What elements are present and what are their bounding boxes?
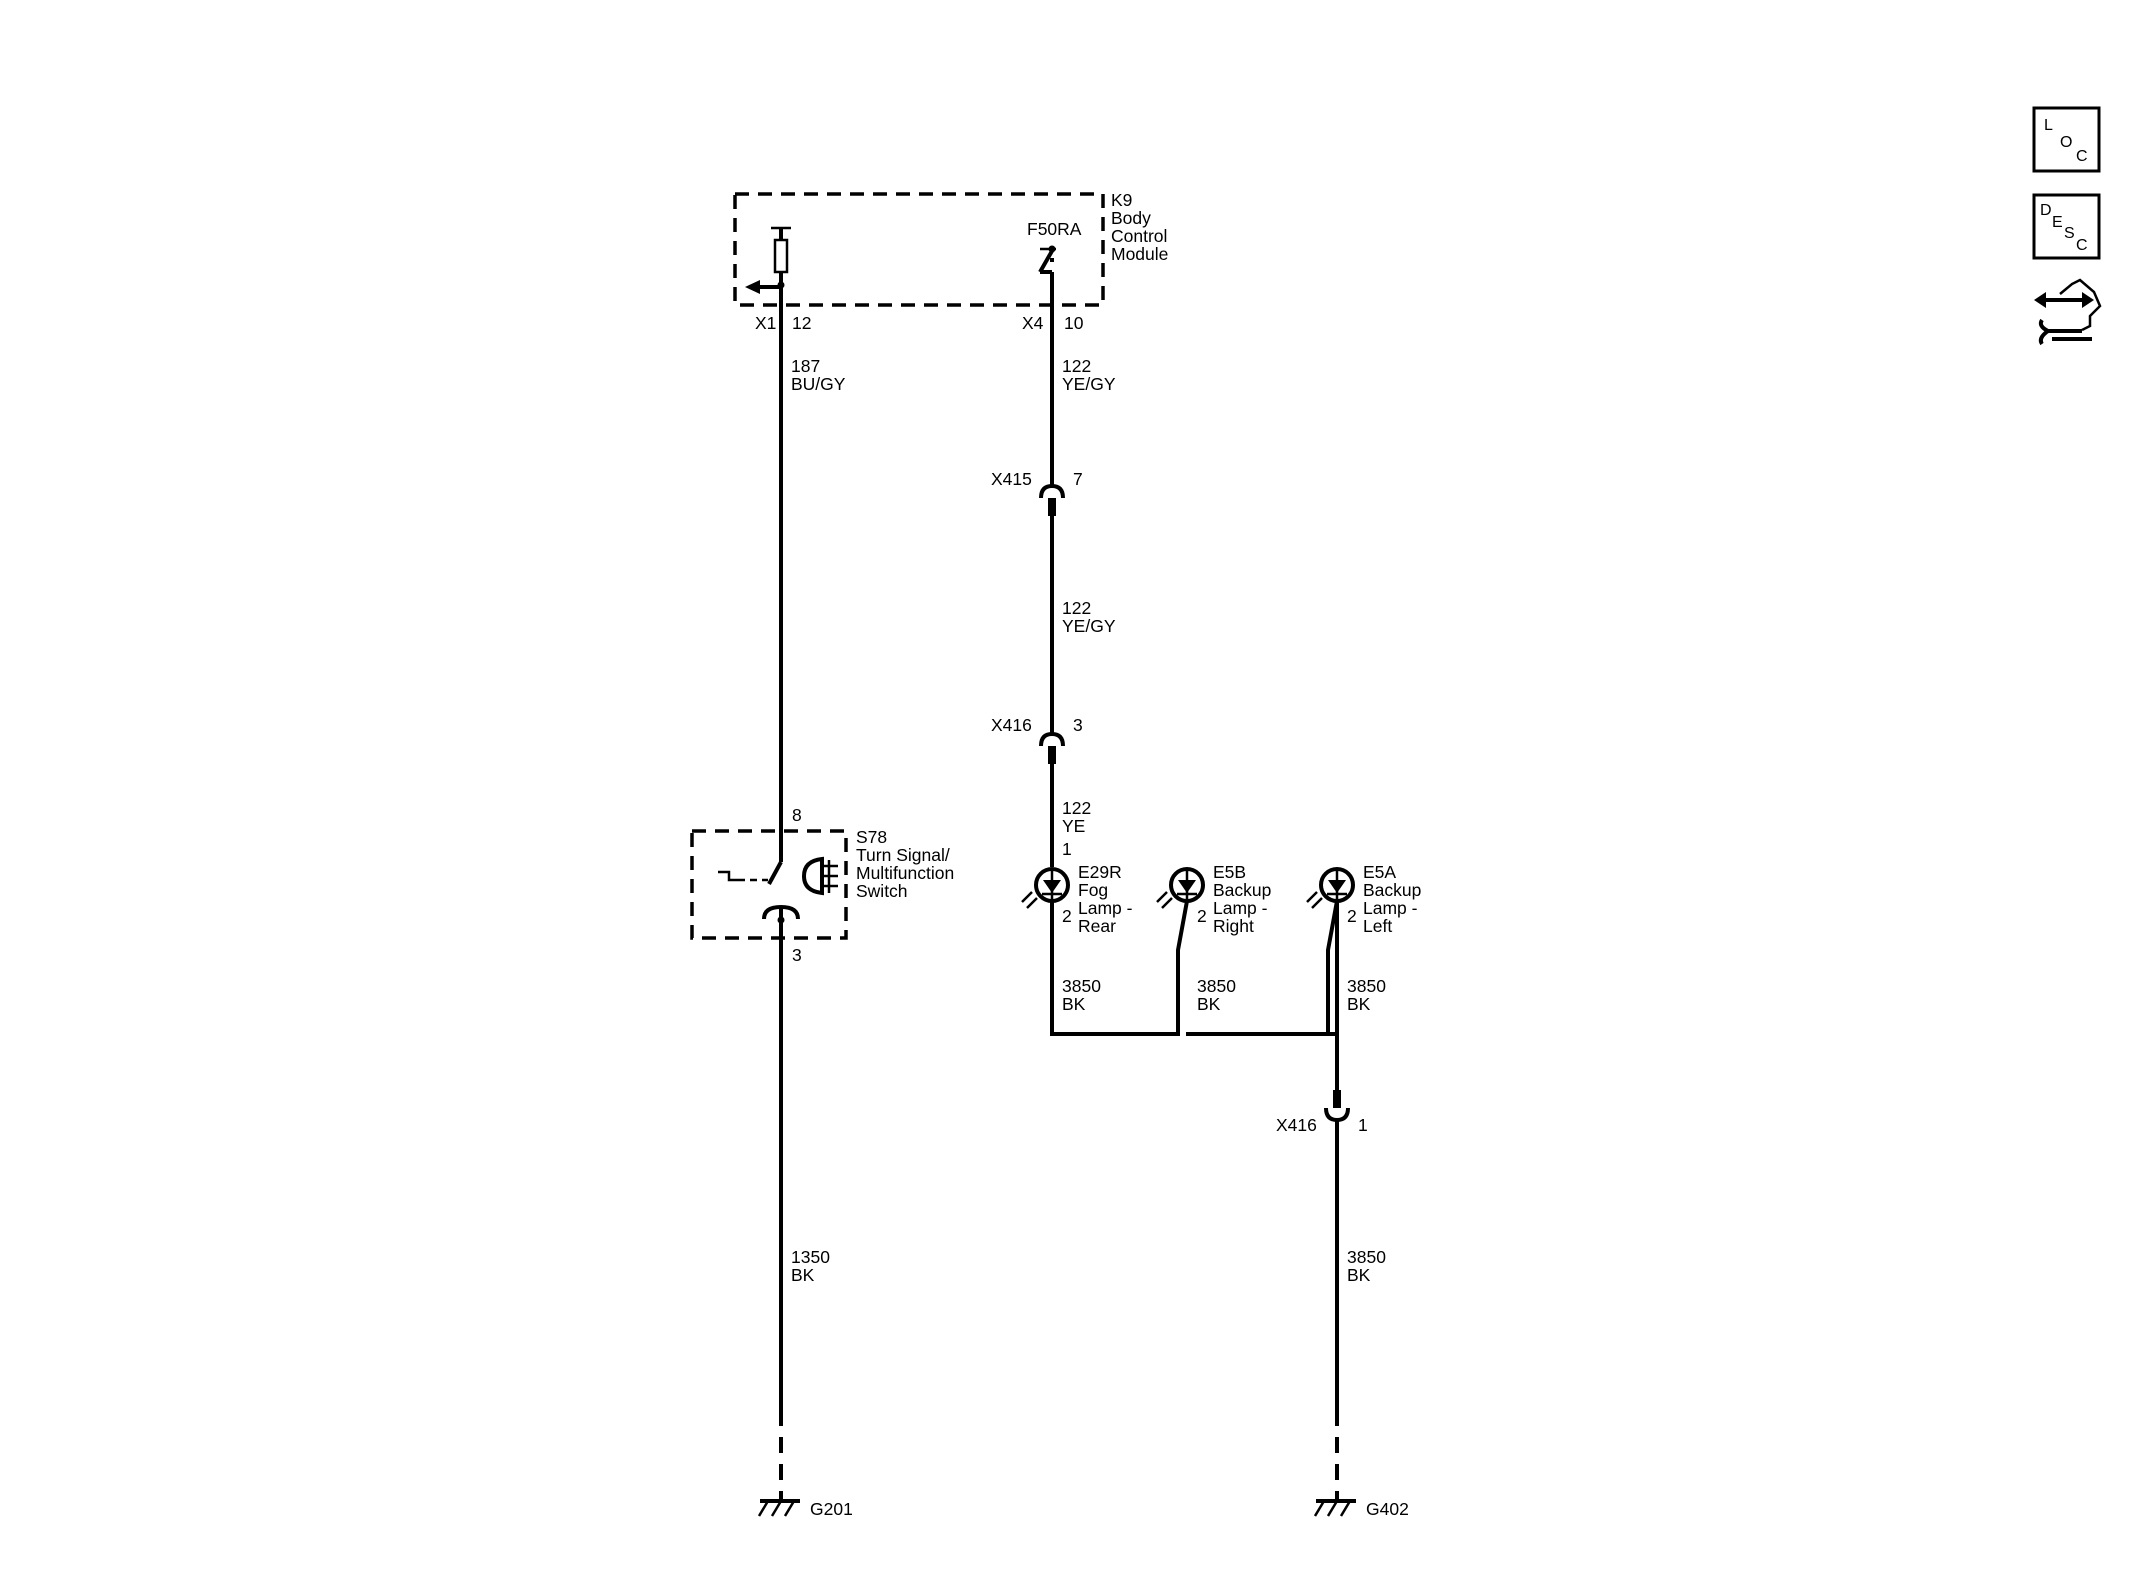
desc-letter-e: E (2052, 214, 2063, 231)
k9-output-label: F50RA (1027, 219, 1082, 239)
e29r-name-1: Fog (1078, 880, 1108, 900)
x4-pin-label: 10 (1064, 313, 1084, 333)
e5b-name-1: Backup (1213, 880, 1271, 900)
circuit-3850b-color: BK (1197, 994, 1221, 1014)
circuit-122b-color: YE/GY (1062, 616, 1116, 636)
circuit-122c-number: 122 (1062, 798, 1091, 818)
s78-pin-8: 8 (792, 805, 802, 825)
e5b-name-3: Right (1213, 916, 1254, 936)
circuit-122c-color: YE (1062, 816, 1085, 836)
x416-lower-pin-label: 1 (1358, 1115, 1368, 1135)
s78-name-1: Turn Signal/ (856, 845, 950, 865)
circuit-3850a-color: BK (1062, 994, 1086, 1014)
e5a-lamp-symbol (1306, 867, 1355, 909)
circuit-187-color: BU/GY (791, 374, 846, 394)
e29r-name-2: Lamp - (1078, 898, 1133, 918)
e5b-ref: E5B (1213, 862, 1246, 882)
e5a-ref: E5A (1363, 862, 1396, 882)
s78-ref: S78 (856, 827, 887, 847)
connector-x415-symbol (1039, 483, 1065, 516)
circuit-1350-number: 1350 (791, 1247, 830, 1267)
circuit-122a-number: 122 (1062, 356, 1091, 376)
e5b-pin-2: 2 (1197, 906, 1207, 926)
s78-switch-boundary (690, 829, 848, 940)
circuit-3850b-number: 3850 (1197, 976, 1236, 996)
circuit-3850d-color: BK (1347, 1265, 1371, 1285)
x415-connector-label: X415 (991, 469, 1032, 489)
headlamp-icon (801, 856, 838, 896)
e5a-name-2: Lamp - (1363, 898, 1418, 918)
s78-name-2: Multifunction (856, 863, 954, 883)
x416-lower-connector-label: X416 (1276, 1115, 1317, 1135)
x416-upper-pin-label: 3 (1073, 715, 1083, 735)
k9-f50ra-output: F50RA (1027, 219, 1082, 274)
x1-pin-label: 12 (792, 313, 811, 333)
circuit-187-number: 187 (791, 356, 820, 376)
x1-connector-label: X1 (755, 313, 776, 333)
e5b-lamp-symbol (1156, 867, 1205, 909)
connector-x416-pin1-symbol (1324, 1090, 1350, 1123)
e29r-pin-2: 2 (1062, 906, 1072, 926)
k9-pullup-resistor (745, 226, 791, 305)
wire-e5a-ground (1326, 900, 1339, 1034)
desc-letter-s: S (2064, 225, 2075, 242)
e5b-name-2: Lamp - (1213, 898, 1268, 918)
k9-module-boundary (733, 192, 1105, 307)
s78-pin-3: 3 (792, 945, 802, 965)
s78-name-3: Switch (856, 881, 908, 901)
k9-ref: K9 (1111, 190, 1132, 210)
desc-letter-c: C (2076, 237, 2088, 254)
desc-button[interactable]: D E S C (2032, 193, 2101, 260)
loc-button[interactable]: L O C (2032, 106, 2101, 173)
service-arrows-wrench-icon[interactable] (2034, 278, 2102, 346)
ground-g402-symbol (1313, 1499, 1356, 1517)
x4-connector-label: X4 (1022, 313, 1044, 333)
ground-g201-symbol (757, 1499, 800, 1517)
circuit-3850a-number: 3850 (1062, 976, 1101, 996)
circuit-122a-color: YE/GY (1062, 374, 1116, 394)
wire-e5b-ground (1176, 900, 1189, 1034)
e29r-ref: E29R (1078, 862, 1122, 882)
desc-letter-d: D (2040, 202, 2052, 219)
circuit-3850d-number: 3850 (1347, 1247, 1386, 1267)
k9-name-2: Control (1111, 226, 1167, 246)
e29r-lamp-symbol (1021, 867, 1070, 909)
circuit-3850c-number: 3850 (1347, 976, 1386, 996)
e5a-pin-2: 2 (1347, 906, 1357, 926)
s78-switch-contact (718, 861, 800, 938)
description-icon (2032, 193, 2101, 260)
location-icon (2032, 106, 2101, 173)
loc-letter-o: O (2060, 134, 2072, 151)
e5a-name-1: Backup (1363, 880, 1421, 900)
loc-letter-c: C (2076, 148, 2088, 165)
ground-g402-label: G402 (1366, 1499, 1409, 1519)
circuit-3850c-color: BK (1347, 994, 1371, 1014)
k9-name-3: Module (1111, 244, 1168, 264)
k9-name-1: Body (1111, 208, 1151, 228)
ground-g201-label: G201 (810, 1499, 853, 1519)
e29r-name-3: Rear (1078, 916, 1116, 936)
x415-pin-label: 7 (1073, 469, 1083, 489)
e29r-pin-1: 1 (1062, 839, 1072, 859)
e5a-name-3: Left (1363, 916, 1392, 936)
circuit-122b-number: 122 (1062, 598, 1091, 618)
connector-x416-pin3-symbol (1039, 731, 1065, 764)
circuit-1350-color: BK (791, 1265, 815, 1285)
x416-upper-connector-label: X416 (991, 715, 1032, 735)
loc-letter-l: L (2044, 117, 2053, 134)
